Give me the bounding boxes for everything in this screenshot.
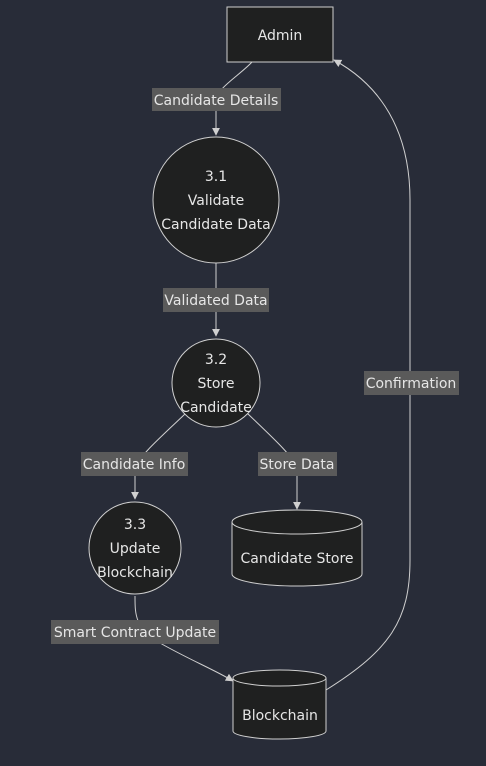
node-store-line-3: Candidate bbox=[180, 400, 252, 416]
edge-label-candidate-details-text: Candidate Details bbox=[154, 93, 279, 109]
edge-label-store-data-text: Store Data bbox=[260, 457, 335, 473]
node-candidate-store[interactable]: Candidate Store bbox=[231, 509, 363, 587]
edge-label-candidate-info: Candidate Info bbox=[81, 452, 188, 476]
edge-label-candidate-info-text: Candidate Info bbox=[83, 457, 186, 473]
node-candidate-store-label: Candidate Store bbox=[240, 551, 353, 567]
node-validate-candidate-data[interactable]: 3.1 Validate Candidate Data bbox=[152, 136, 280, 264]
node-admin-label: Admin bbox=[258, 28, 303, 44]
edge-label-confirmation: Confirmation bbox=[364, 371, 459, 395]
edge-label-candidate-details: Candidate Details bbox=[152, 88, 281, 111]
node-store-line-2: Store bbox=[197, 376, 234, 392]
node-validate-line-3: Candidate Data bbox=[161, 217, 270, 233]
edge-label-store-data: Store Data bbox=[258, 452, 337, 476]
edge-label-validated-data: Validated Data bbox=[163, 288, 269, 312]
edge-label-smart-contract-update: Smart Contract Update bbox=[51, 620, 219, 644]
node-store-line-1: 3.2 bbox=[205, 352, 227, 368]
node-update-line-3: Blockchain bbox=[97, 565, 173, 581]
node-validate-line-2: Validate bbox=[188, 193, 244, 209]
node-store-candidate[interactable]: 3.2 Store Candidate bbox=[171, 338, 261, 428]
edge-label-validated-data-text: Validated Data bbox=[164, 293, 267, 309]
node-blockchain[interactable]: Blockchain bbox=[232, 669, 327, 740]
node-update-line-1: 3.3 bbox=[124, 517, 146, 533]
node-validate-line-1: 3.1 bbox=[205, 169, 227, 185]
edge-label-confirmation-text: Confirmation bbox=[366, 376, 457, 392]
node-admin[interactable]: Admin bbox=[226, 6, 334, 63]
node-update-line-2: Update bbox=[110, 541, 161, 557]
edge-label-smart-contract-update-text: Smart Contract Update bbox=[54, 625, 216, 641]
node-update-blockchain[interactable]: 3.3 Update Blockchain bbox=[88, 501, 182, 595]
node-blockchain-label: Blockchain bbox=[242, 708, 318, 724]
